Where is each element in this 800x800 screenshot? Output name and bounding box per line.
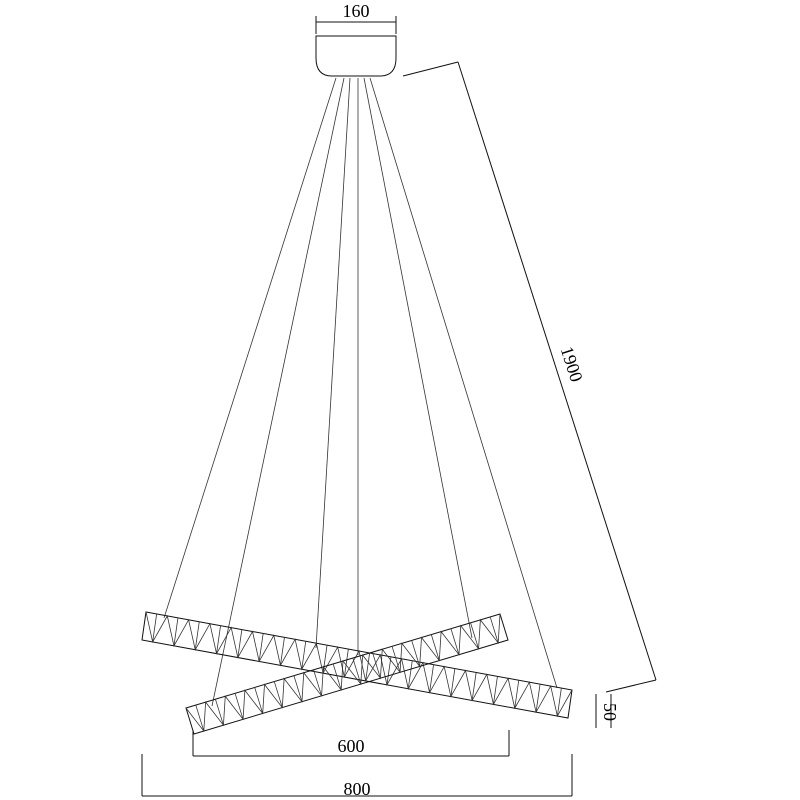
- crystal-divider: [343, 648, 349, 678]
- canopy-width-dimension: 160: [315, 1, 397, 34]
- crystal-divider: [237, 629, 243, 658]
- inner-ring-span-dimension: 600: [192, 730, 510, 757]
- crystal-divider: [493, 676, 498, 705]
- suspension-cable: [315, 77, 351, 649]
- crystal-divider: [372, 652, 381, 679]
- ceiling-canopy: [315, 35, 397, 77]
- crystal-divider: [471, 672, 477, 701]
- crystal-divider: [430, 634, 440, 661]
- crystal-divider: [352, 657, 362, 685]
- crystal-divider: [450, 668, 456, 697]
- crystal-divider: [514, 680, 520, 709]
- crystal-divider: [216, 625, 221, 654]
- suspension-cable: [211, 77, 345, 707]
- crystal-divider: [293, 675, 303, 702]
- crystal-divider: [535, 684, 541, 713]
- crystal-zigzag: [145, 611, 573, 718]
- suspension-cables: [163, 77, 558, 707]
- crystal-divider: [173, 617, 179, 646]
- crystal-zigzag: [185, 613, 501, 733]
- crystal-divider: [194, 621, 200, 650]
- crystal-divider: [470, 622, 479, 649]
- crystal-divider: [407, 660, 413, 689]
- crystal-divider: [301, 641, 307, 670]
- crystal-ring-right-to-left: [185, 613, 509, 735]
- crystal-divider: [195, 704, 205, 732]
- suspension-cable: [369, 77, 558, 689]
- crystal-divider: [489, 616, 499, 644]
- crystal-divider: [556, 687, 562, 717]
- crystal-divider: [152, 613, 158, 643]
- crystal-divider: [254, 687, 264, 714]
- crystal-divider: [313, 669, 322, 696]
- inner-ring-span-label: 600: [338, 736, 365, 756]
- crystal-divider: [273, 681, 283, 708]
- crystal-divider: [322, 645, 328, 674]
- crystal-divider: [386, 656, 392, 685]
- ring-thickness-label: 50: [600, 703, 620, 721]
- overall-height-label: 1900: [557, 344, 587, 384]
- crystal-divider: [429, 664, 434, 693]
- crystal-divider: [234, 693, 244, 720]
- outer-ring-span-dimension: 800: [141, 754, 573, 799]
- crystal-divider: [450, 628, 460, 655]
- suspension-cable: [363, 77, 473, 639]
- crystal-divider: [365, 652, 371, 682]
- ring-thickness-dimension: 50: [595, 694, 620, 728]
- crystal-divider: [332, 663, 342, 691]
- crystal-divider: [391, 646, 401, 673]
- crystal-divider: [215, 699, 224, 726]
- crystal-divider: [258, 633, 264, 662]
- crystal-ring-left-to-right: [141, 611, 573, 719]
- outer-ring-span-label: 800: [344, 779, 371, 799]
- crystal-divider: [280, 637, 285, 666]
- suspension-cable: [163, 77, 337, 619]
- canopy-width-label: 160: [343, 1, 370, 21]
- crystal-divider: [411, 640, 421, 667]
